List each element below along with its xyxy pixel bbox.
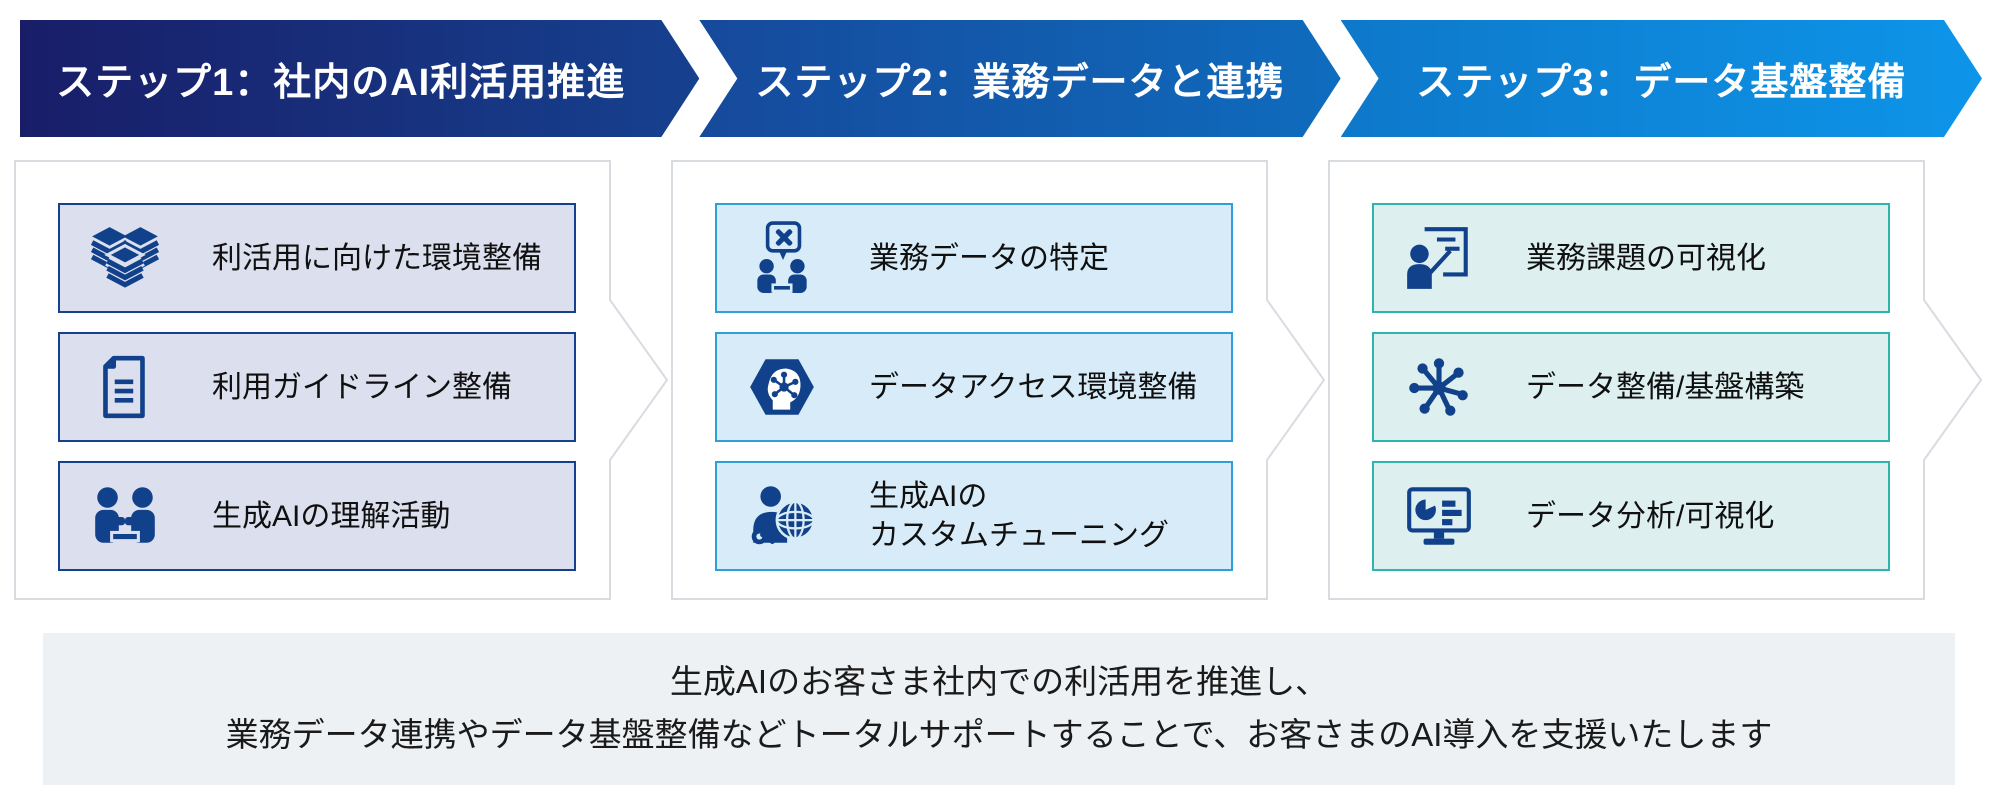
step1-item-environment: 利活用に向けた環境整備 — [58, 203, 576, 313]
step3-column: 業務課題の可視化 — [1328, 160, 1983, 600]
step2-items: 業務データの特定 — [671, 160, 1268, 571]
document-icon — [88, 341, 162, 433]
step1-item-understanding-label: 生成AIの理解活動 — [212, 499, 451, 533]
step3-item-data-foundation-label: データ整備/基盤構築 — [1526, 370, 1805, 404]
step1-items: 利活用に向けた環境整備 — [14, 160, 611, 571]
presentation-board-icon — [1402, 212, 1476, 304]
step3-item-visualize-issues-label: 業務課題の可視化 — [1526, 241, 1766, 275]
step2-header-label: ステップ2：業務データと連携 — [755, 62, 1285, 104]
footer-line1: 生成AIのお客さま社内での利活用を推進し、 — [669, 663, 1329, 701]
network-hub-icon — [1402, 341, 1476, 433]
step3-items: 業務課題の可視化 — [1328, 160, 1925, 571]
footer-note: 生成AIのお客さま社内での利活用を推進し、 業務データ連携やデータ基盤整備などト… — [43, 633, 1955, 785]
step1-header-chevron: ステップ1：社内のAI利活用推進 — [20, 20, 699, 137]
footer-line2: 業務データ連携やデータ基盤整備などトータルサポートすることで、お客さまのAI導入… — [225, 716, 1773, 753]
step1-item-guidelines-label: 利用ガイドライン整備 — [212, 370, 512, 404]
step1-item-guidelines: 利用ガイドライン整備 — [58, 332, 576, 442]
dashboard-monitor-icon — [1402, 470, 1476, 562]
step2-item-data-access-label: データアクセス環境整備 — [869, 370, 1198, 404]
step1-item-understanding: 生成AIの理解活動 — [58, 461, 576, 571]
layers-stack-icon — [88, 212, 162, 304]
people-tools-bubble-icon — [745, 212, 819, 304]
step1-column: 利活用に向けた環境整備 — [14, 160, 669, 600]
step3-header-label: ステップ3：データ基盤整備 — [1416, 62, 1907, 104]
step2-item-identify-data: 業務データの特定 — [715, 203, 1233, 313]
step3-item-data-analysis-label: データ分析/可視化 — [1526, 499, 1775, 533]
step2-item-identify-data-label: 業務データの特定 — [869, 241, 1109, 275]
meeting-icon — [88, 470, 162, 562]
step3-item-visualize-issues: 業務課題の可視化 — [1372, 203, 1890, 313]
ai-head-hexagon-icon — [745, 341, 819, 433]
steps-columns: 利活用に向けた環境整備 — [14, 160, 1983, 600]
step3-item-data-analysis: データ分析/可視化 — [1372, 461, 1890, 571]
step3-header-chevron: ステップ3：データ基盤整備 — [1341, 20, 1982, 137]
step1-header-label: ステップ1：社内のAI利活用推進 — [56, 62, 626, 104]
step1-item-environment-label: 利活用に向けた環境整備 — [212, 241, 542, 275]
step2-item-data-access: データアクセス環境整備 — [715, 332, 1233, 442]
step3-item-data-foundation: データ整備/基盤構築 — [1372, 332, 1890, 442]
step2-column: 業務データの特定 — [671, 160, 1326, 600]
steps-header-band: ステップ1：社内のAI利活用推進 ステップ2：業務データと連携 ステップ3：デー… — [20, 20, 1982, 137]
step2-item-custom-tuning-label: 生成AIの カスタムチューニング — [869, 480, 1169, 552]
step2-item-custom-tuning: 生成AIの カスタムチューニング — [715, 461, 1233, 571]
step2-header-chevron: ステップ2：業務データと連携 — [699, 20, 1340, 137]
ai-tuning-globe-icon — [745, 470, 819, 562]
